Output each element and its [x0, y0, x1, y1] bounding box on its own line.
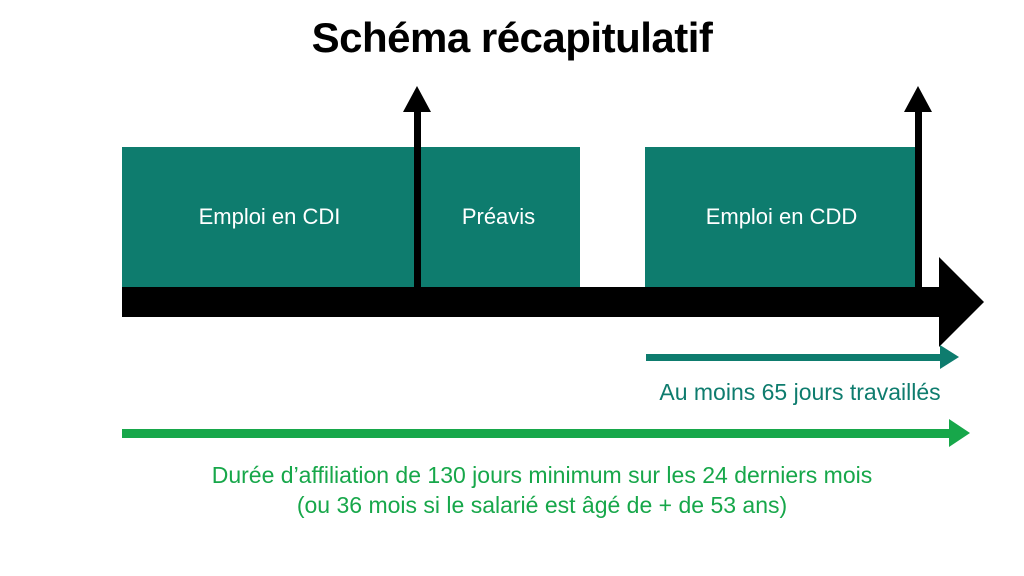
- measure-label-duree-affiliation-line1: Durée d’affiliation de 130 jours minimum…: [211, 462, 873, 488]
- event-marker-line-cdd: [915, 110, 922, 290]
- period-box-cdd: Emploi en CDD: [645, 147, 918, 287]
- period-label-preavis: Préavis: [461, 204, 536, 229]
- period-box-cdi: Emploi en CDI: [122, 147, 417, 287]
- right-arrow-icon-jours-travailles: [940, 345, 959, 369]
- measure-arrow-line-jours-travailles: [646, 354, 942, 361]
- measure-arrow-line-duree-affiliation: [122, 429, 952, 438]
- period-box-preavis: Préavis: [417, 147, 580, 287]
- timeline-arrowhead-icon: [939, 257, 984, 347]
- period-label-cdd: Emploi en CDD: [705, 204, 858, 229]
- up-arrow-icon-preavis: [403, 86, 431, 112]
- measure-label-duree-affiliation-line2: (ou 36 mois si le salarié est âgé de + d…: [296, 492, 788, 518]
- measure-label-jours-travailles: Au moins 65 jours travaillés: [659, 379, 941, 405]
- right-arrow-icon-duree-affiliation: [949, 419, 970, 447]
- up-arrow-icon-cdd: [904, 86, 932, 112]
- timeline-axis-bar: [122, 287, 942, 317]
- measure-label-duree-affiliation: Durée d’affiliation de 130 jours minimum…: [62, 460, 1022, 520]
- period-label-cdi: Emploi en CDI: [198, 204, 341, 229]
- event-marker-line-preavis: [414, 110, 421, 290]
- page-title: Schéma récapitulatif: [311, 14, 713, 61]
